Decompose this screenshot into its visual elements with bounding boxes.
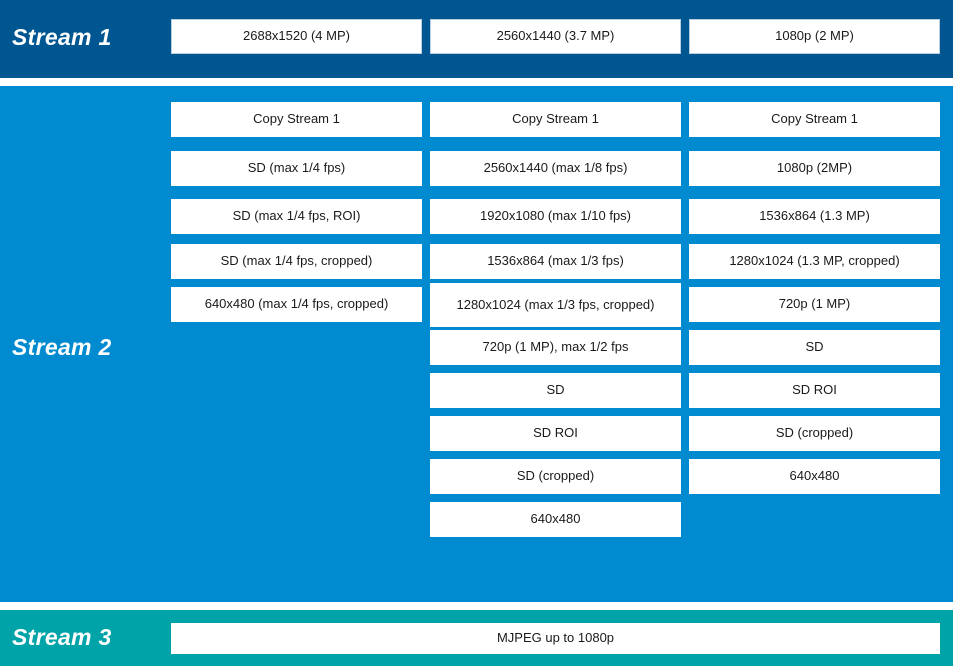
stream1-option-2[interactable]: 2560x1440 (3.7 MP): [430, 19, 681, 54]
stream3-label: Stream 3: [12, 624, 112, 650]
stream2-col1-option-4[interactable]: SD (max 1/4 fps, cropped): [171, 244, 422, 279]
stream2-col2-option-3[interactable]: 1920x1080 (max 1/10 fps): [430, 199, 681, 234]
stream2-col1-option-2[interactable]: SD (max 1/4 fps): [171, 151, 422, 186]
stream2-col3-option-1[interactable]: Copy Stream 1: [689, 102, 940, 137]
stream2-col2-option-2[interactable]: 2560x1440 (max 1/8 fps): [430, 151, 681, 186]
stream2-col3-option-9[interactable]: 640x480: [689, 459, 940, 494]
stream2-col3-option-2[interactable]: 1080p (2MP): [689, 151, 940, 186]
stream1-option-1[interactable]: 2688x1520 (4 MP): [171, 19, 422, 54]
stream2-col3-option-6[interactable]: SD: [689, 330, 940, 365]
stream2-col3-option-4[interactable]: 1280x1024 (1.3 MP, cropped): [689, 244, 940, 279]
stream2-col2-option-7[interactable]: SD: [430, 373, 681, 408]
stream2-col1-option-5[interactable]: 640x480 (max 1/4 fps, cropped): [171, 287, 422, 322]
stream2-col1-option-3[interactable]: SD (max 1/4 fps, ROI): [171, 199, 422, 234]
stream1-option-3[interactable]: 1080p (2 MP): [689, 19, 940, 54]
stream2-col3-option-7[interactable]: SD ROI: [689, 373, 940, 408]
stream2-col2-option-6[interactable]: 720p (1 MP), max 1/2 fps: [430, 330, 681, 365]
stream1-label: Stream 1: [12, 24, 112, 50]
stream2-col3-option-5[interactable]: 720p (1 MP): [689, 287, 940, 322]
stream2-col2-option-4[interactable]: 1536x864 (max 1/3 fps): [430, 244, 681, 279]
stream2-col2-option-10[interactable]: 640x480: [430, 502, 681, 537]
stream2-label: Stream 2: [12, 334, 112, 360]
stream2-col3-option-8[interactable]: SD (cropped): [689, 416, 940, 451]
stream2-col2-option-5[interactable]: 1280x1024 (max 1/3 fps, cropped): [430, 283, 681, 327]
stream2-col2-option-8[interactable]: SD ROI: [430, 416, 681, 451]
stream2-col3-option-3[interactable]: 1536x864 (1.3 MP): [689, 199, 940, 234]
stream2-col1-option-1[interactable]: Copy Stream 1: [171, 102, 422, 137]
stream3-option-1[interactable]: MJPEG up to 1080p: [171, 623, 940, 654]
stream2-col2-option-9[interactable]: SD (cropped): [430, 459, 681, 494]
stream2-col2-option-1[interactable]: Copy Stream 1: [430, 102, 681, 137]
